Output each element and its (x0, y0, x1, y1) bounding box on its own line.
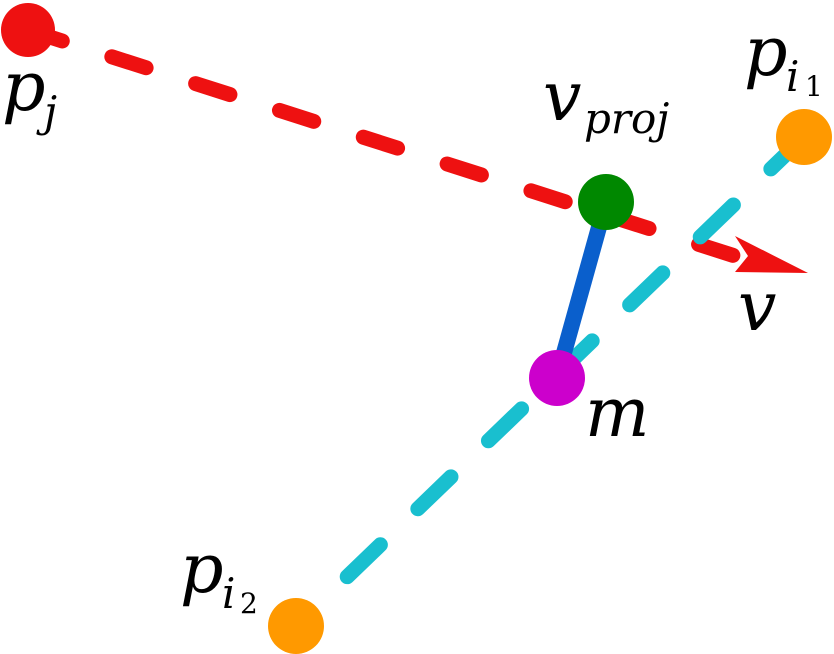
label-pi1: p i 1 (744, 13, 823, 103)
direction-arrowhead (735, 236, 808, 273)
label-pi2-subsub: 2 (240, 587, 258, 620)
point-pi2 (268, 598, 324, 654)
segment-line (288, 129, 812, 634)
point-pi1 (776, 109, 832, 165)
label-vproj-sub: proj (584, 94, 669, 143)
projection-line (549, 199, 614, 381)
label-vproj: v proj (543, 58, 669, 143)
point-vproj (578, 174, 634, 230)
direction-line (20, 22, 743, 264)
label-pi2: p i 2 (180, 530, 258, 620)
label-pj-base: p (2, 48, 46, 127)
point-m (529, 350, 585, 406)
label-v: v (738, 268, 776, 347)
label-pj: p j (2, 48, 57, 136)
point-pj (1, 3, 55, 57)
label-pi2-sub: i (222, 569, 235, 618)
label-vproj-base: v (543, 58, 581, 137)
label-pi1-subsub: 1 (805, 70, 823, 103)
label-m: m (585, 374, 649, 453)
label-pi2-base: p (180, 530, 224, 609)
label-pi1-sub: i (786, 52, 799, 101)
label-pi1-base: p (744, 13, 788, 92)
